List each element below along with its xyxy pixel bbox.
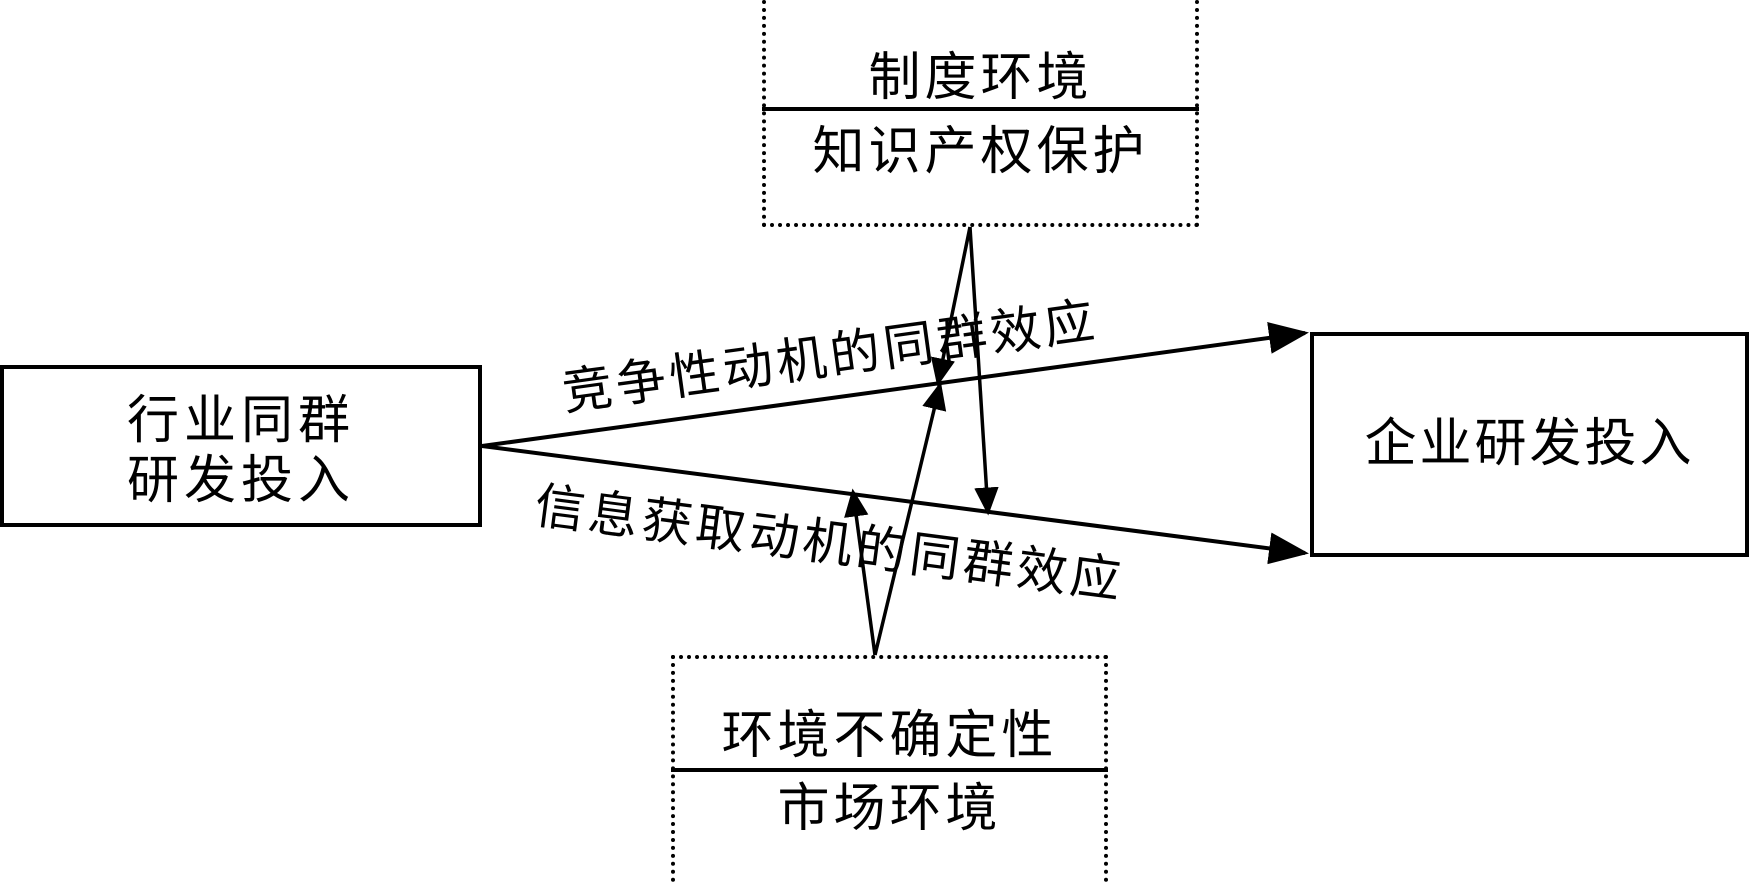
market-moderator-box: 环境不确定性 市场环境 [671,655,1108,882]
firm-rd-label: 企业研发投入 [1364,414,1695,474]
information-peer-effect-arrow [481,444,1309,565]
market-to-competitive-arrow [873,381,947,656]
firm-rd-node: 企业研发投入 [1310,332,1749,557]
market-moderator-bottom: 市场环境 [777,779,1002,839]
peer-rd-node: 行业同群 研发投入 [0,365,482,527]
institutional-divider [762,107,1199,111]
institutional-to-information-arrow [968,226,999,516]
competitive-peer-effect-label: 竞争性动机的同群效应 [559,291,1102,422]
information-peer-effect-label: 信息获取动机的同群效应 [531,476,1128,610]
market-moderator-top: 环境不确定性 [721,706,1058,766]
peer-rd-line2: 研发投入 [126,451,355,511]
institutional-moderator-top: 制度环境 [868,48,1093,108]
institutional-to-competitive-arrow [930,226,972,387]
competitive-peer-effect-arrow [481,322,1309,448]
peer-rd-line1: 行业同群 [126,391,355,451]
institutional-moderator-bottom: 知识产权保护 [812,122,1149,182]
market-to-information-arrow [844,488,877,656]
institutional-moderator-box: 制度环境 知识产权保护 [762,0,1199,227]
market-divider [671,768,1108,772]
